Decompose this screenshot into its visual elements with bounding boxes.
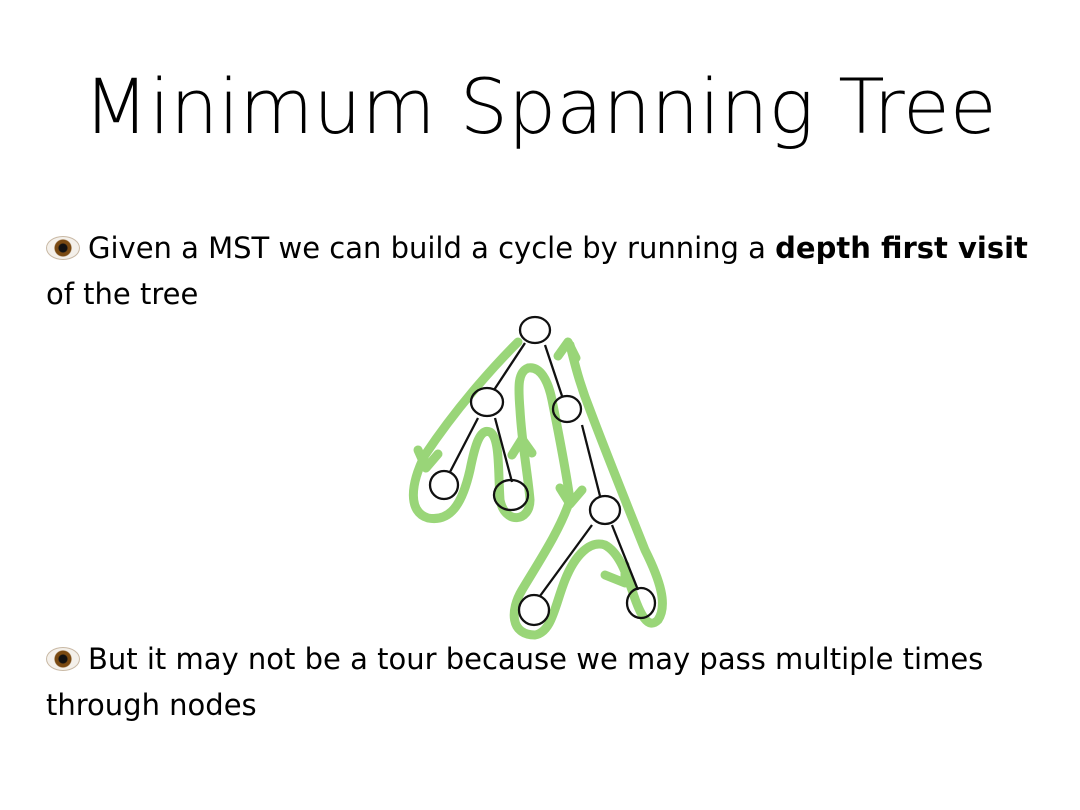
tree-node <box>428 469 460 501</box>
tree-node <box>517 593 551 627</box>
bullet-1: Given a MST we can build a cycle by runn… <box>46 225 1046 317</box>
bullet-text: Given a MST we can build a cycle by runn… <box>88 231 776 265</box>
bullet-2: But it may not be a tour because we may … <box>46 636 1046 728</box>
tree-node <box>518 315 552 345</box>
bullet-bold-text: depth first visit <box>775 231 1028 265</box>
tree-node <box>469 386 505 418</box>
tree-node <box>551 394 583 424</box>
tree-node <box>625 586 657 620</box>
bullet-text: But it may not be a tour because we may … <box>46 642 984 722</box>
dfs-traversal-path <box>408 337 667 640</box>
eye-icon <box>46 647 80 671</box>
tree-node <box>492 478 530 512</box>
bullet-text-end: of the tree <box>46 277 199 311</box>
tree-node <box>588 494 622 526</box>
tree <box>428 315 657 627</box>
eye-icon <box>46 236 80 260</box>
slide-title: Minimum Spanning Tree <box>83 62 997 151</box>
